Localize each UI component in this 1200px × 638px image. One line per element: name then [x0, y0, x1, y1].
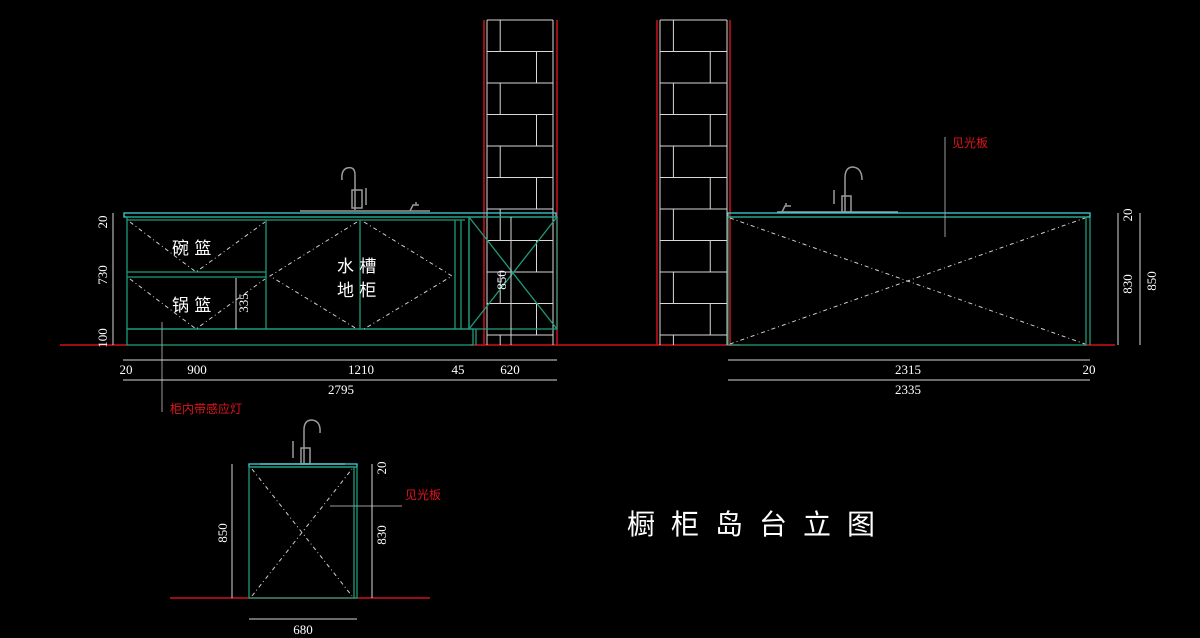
drawing-title: 橱柜岛台立图 [627, 508, 891, 541]
dim-100: 100 [95, 328, 110, 348]
end-elevation: 见光板 850 20 830 680 [215, 419, 441, 637]
brick-column-right [656, 19, 731, 345]
faucet-icon [300, 166, 430, 212]
dim-20: 20 [120, 362, 133, 377]
dim-850: 850 [494, 270, 509, 290]
note-visible-panel: 见光板 [952, 136, 988, 150]
dim-850: 850 [1144, 271, 1159, 291]
dim-20: 20 [374, 462, 389, 475]
label-sink-cabinet-2: 地 柜 [337, 281, 376, 301]
dim-45: 45 [452, 362, 465, 377]
label-bowl-basket: 碗 篮 [172, 239, 211, 259]
dim-top-20: 20 [95, 216, 110, 229]
note-sensor-light: 柜内带感应灯 [170, 401, 242, 416]
note-visible-panel: 见光板 [405, 488, 441, 502]
brick-column-left [483, 19, 558, 345]
dim-730: 730 [95, 265, 110, 285]
dim-2315: 2315 [895, 362, 921, 377]
label-pot-basket: 锅 篮 [172, 296, 211, 316]
dim-2795: 2795 [328, 382, 354, 397]
dim-620: 620 [500, 362, 520, 377]
dim-2335: 2335 [895, 382, 921, 397]
label-sink-cabinet-1: 水 槽 [337, 257, 376, 277]
side-elevation: 见光板 20 830 850 2315 20 2335 [727, 136, 1159, 397]
dim-20: 20 [1083, 362, 1096, 377]
ground-lines [60, 344, 1115, 599]
front-elevation: 碗 篮 锅 篮 水 槽 地 柜 柜内带感应灯 20 730 100 335 85… [95, 166, 558, 416]
dim-680: 680 [293, 622, 313, 637]
dim-20: 20 [1120, 209, 1135, 222]
faucet-icon [777, 166, 898, 213]
dim-900: 900 [187, 362, 207, 377]
dim-830: 830 [374, 525, 389, 545]
dim-850: 850 [215, 523, 230, 543]
faucet-icon [260, 419, 345, 465]
dim-335: 335 [236, 293, 251, 313]
dim-830: 830 [1120, 274, 1135, 294]
dim-1210: 1210 [348, 362, 374, 377]
